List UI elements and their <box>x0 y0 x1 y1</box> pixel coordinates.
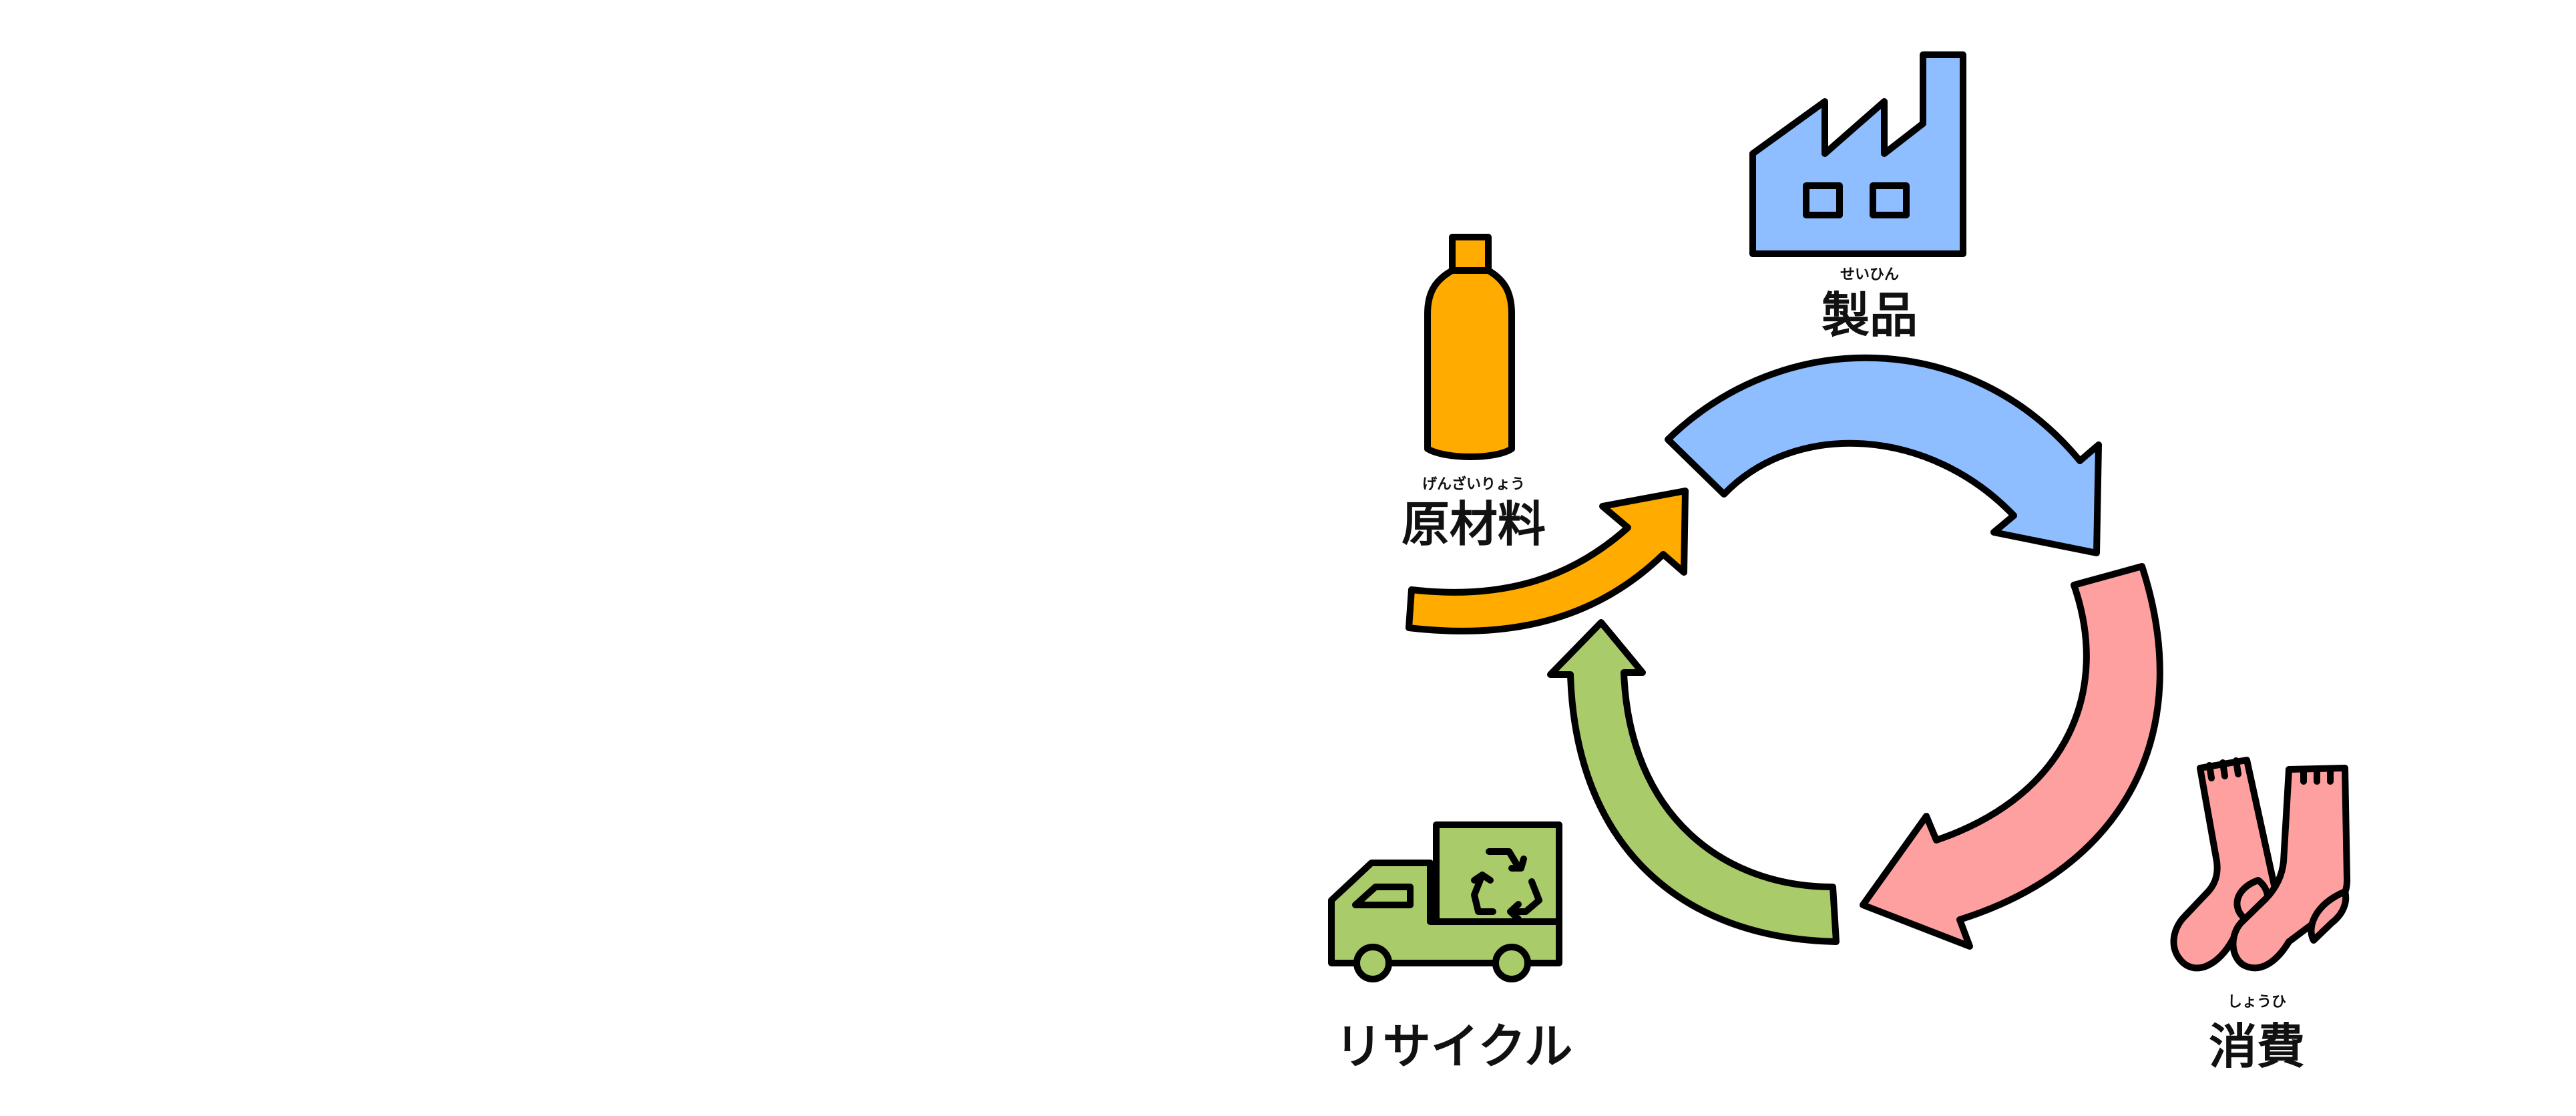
product-ruby: せいひん <box>1840 266 1899 283</box>
cycle-arrows <box>1406 354 2163 950</box>
recycling-truck-icon <box>1328 821 1562 982</box>
arrow-recycle-to-cycle <box>1547 619 1840 945</box>
label-raw-materials: げんざいりょう 原材料 <box>1402 476 1546 552</box>
factory-icon <box>1749 51 1966 257</box>
consumption-ruby: しょうひ <box>2227 994 2286 1010</box>
raw-materials-ruby: げんざいりょう <box>1422 476 1525 493</box>
arrow-product-to-consumption <box>1665 354 2102 556</box>
consumption-label: 消費 <box>2209 1018 2305 1075</box>
recycle-symbol <box>1471 848 1542 922</box>
bottle-icon <box>1424 234 1515 460</box>
arrow-consumption-to-recycle <box>1860 563 2163 950</box>
socks-icon <box>2170 757 2351 972</box>
label-consumption: しょうひ 消費 <box>2209 994 2305 1075</box>
recycle-label: リサイクル <box>1335 1018 1572 1075</box>
arrow-raw-materials-to-cycle <box>1406 488 1689 634</box>
product-label: 製品 <box>1821 287 1918 343</box>
label-recycle: リサイクル <box>1335 1018 1572 1075</box>
raw-materials-label: 原材料 <box>1402 496 1546 552</box>
label-product: せいひん 製品 <box>1821 266 1918 343</box>
